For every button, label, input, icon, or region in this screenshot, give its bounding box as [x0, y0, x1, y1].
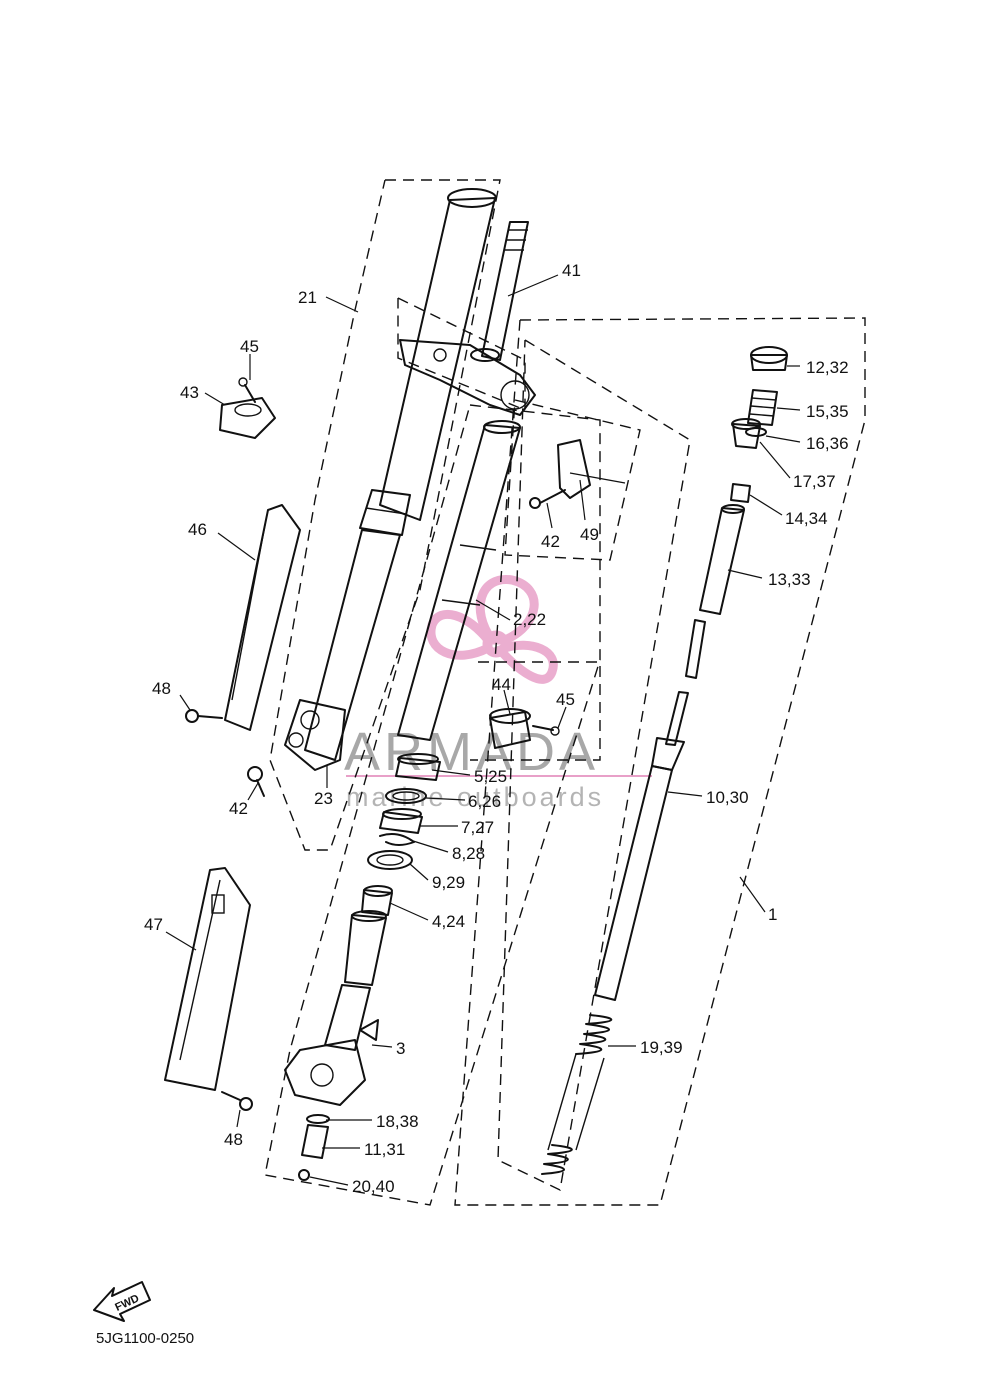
fork-guard-upper [224, 504, 301, 731]
fork-guard-lower [164, 867, 251, 1091]
steering-stem [470, 221, 529, 362]
bracket-group-outline [397, 297, 526, 412]
callout-46: 46 [188, 520, 207, 539]
damper-rod-10 [665, 691, 689, 746]
callout-4-24: 4,24 [432, 912, 465, 931]
bottom-hardware [298, 1114, 330, 1181]
callout-20-40: 20,40 [352, 1177, 395, 1196]
callout-48-lower: 48 [224, 1130, 243, 1149]
damper-cap [750, 346, 788, 371]
nut-14 [730, 483, 751, 503]
callout-47: 47 [144, 915, 163, 934]
damper-cylinder-10 [594, 737, 685, 1001]
outer-tube [284, 188, 497, 771]
threaded-rod [685, 619, 706, 679]
callout-45-lower: 45 [556, 690, 575, 709]
guide-plate-49 [529, 439, 591, 509]
callout-8-28: 8,28 [452, 844, 485, 863]
callout-45-upper: 45 [240, 337, 259, 356]
callout-12-32: 12,32 [806, 358, 849, 377]
collar-17 [731, 418, 761, 449]
fork-spring-19 [541, 1014, 613, 1175]
callout-13-33: 13,33 [768, 570, 811, 589]
upper-clamp-43 [219, 377, 276, 439]
callout-14-34: 14,34 [785, 509, 828, 528]
propeller-logo-icon [426, 575, 558, 684]
callout-21: 21 [298, 288, 317, 307]
watermark: ARMADA marine outboards [344, 575, 652, 812]
callout-7-27: 7,27 [461, 818, 494, 837]
callout-41: 41 [562, 261, 581, 280]
seal-stack [367, 753, 441, 870]
callout-11-31: 11,31 [364, 1140, 405, 1159]
callout-42-lower: 42 [229, 799, 248, 818]
callout-10-30: 10,30 [706, 788, 749, 807]
group-outlines [264, 179, 866, 1206]
axle-bracket [284, 910, 387, 1106]
callout-9-29: 9,29 [432, 873, 465, 892]
callout-48-upper: 48 [152, 679, 171, 698]
forward-direction-arrow-icon: FWD [93, 1281, 151, 1322]
callout-1: 1 [768, 905, 777, 924]
callout-6-26: 6,26 [468, 792, 501, 811]
callout-49: 49 [580, 525, 599, 544]
callout-2-22: 2,22 [513, 610, 546, 629]
damper-tube-13 [699, 504, 745, 615]
callout-labels: 21 41 45 43 12,32 15,35 16,36 17,37 14,3… [144, 261, 849, 1196]
diagram-code: 5JG1100-0250 [96, 1330, 194, 1347]
damper-rod-outline [497, 339, 691, 1192]
inner-tube [397, 420, 521, 741]
damper-assy-outline [454, 317, 866, 1206]
bushing [361, 885, 393, 916]
callout-17-37: 17,37 [793, 472, 836, 491]
callout-5-25: 5,25 [474, 767, 507, 786]
leader-lines [165, 274, 801, 1186]
callout-23: 23 [314, 789, 333, 808]
bolt-45-clamp [532, 725, 560, 736]
inner-tube-group-outline [264, 404, 601, 1206]
watermark-title: ARMADA [344, 722, 599, 782]
callout-43: 43 [180, 383, 199, 402]
damper-spring-small [747, 389, 778, 426]
callout-19-39: 19,39 [640, 1038, 683, 1057]
outer-tube-group-outline [269, 179, 501, 851]
clamp-outline [470, 661, 601, 761]
guard-bracket-outline [504, 399, 641, 561]
callout-16-36: 16,36 [806, 434, 849, 453]
clamp [489, 708, 531, 749]
callout-44: 44 [492, 675, 511, 694]
callout-42-upper: 42 [541, 532, 560, 551]
watermark-subtitle: marine outboards [346, 782, 604, 812]
guard-bolts [185, 709, 265, 1111]
callout-15-35: 15,35 [806, 402, 849, 421]
lower-bracket [399, 339, 536, 416]
callout-3: 3 [396, 1039, 405, 1058]
callout-18-38: 18,38 [376, 1112, 419, 1131]
parts [164, 188, 788, 1181]
